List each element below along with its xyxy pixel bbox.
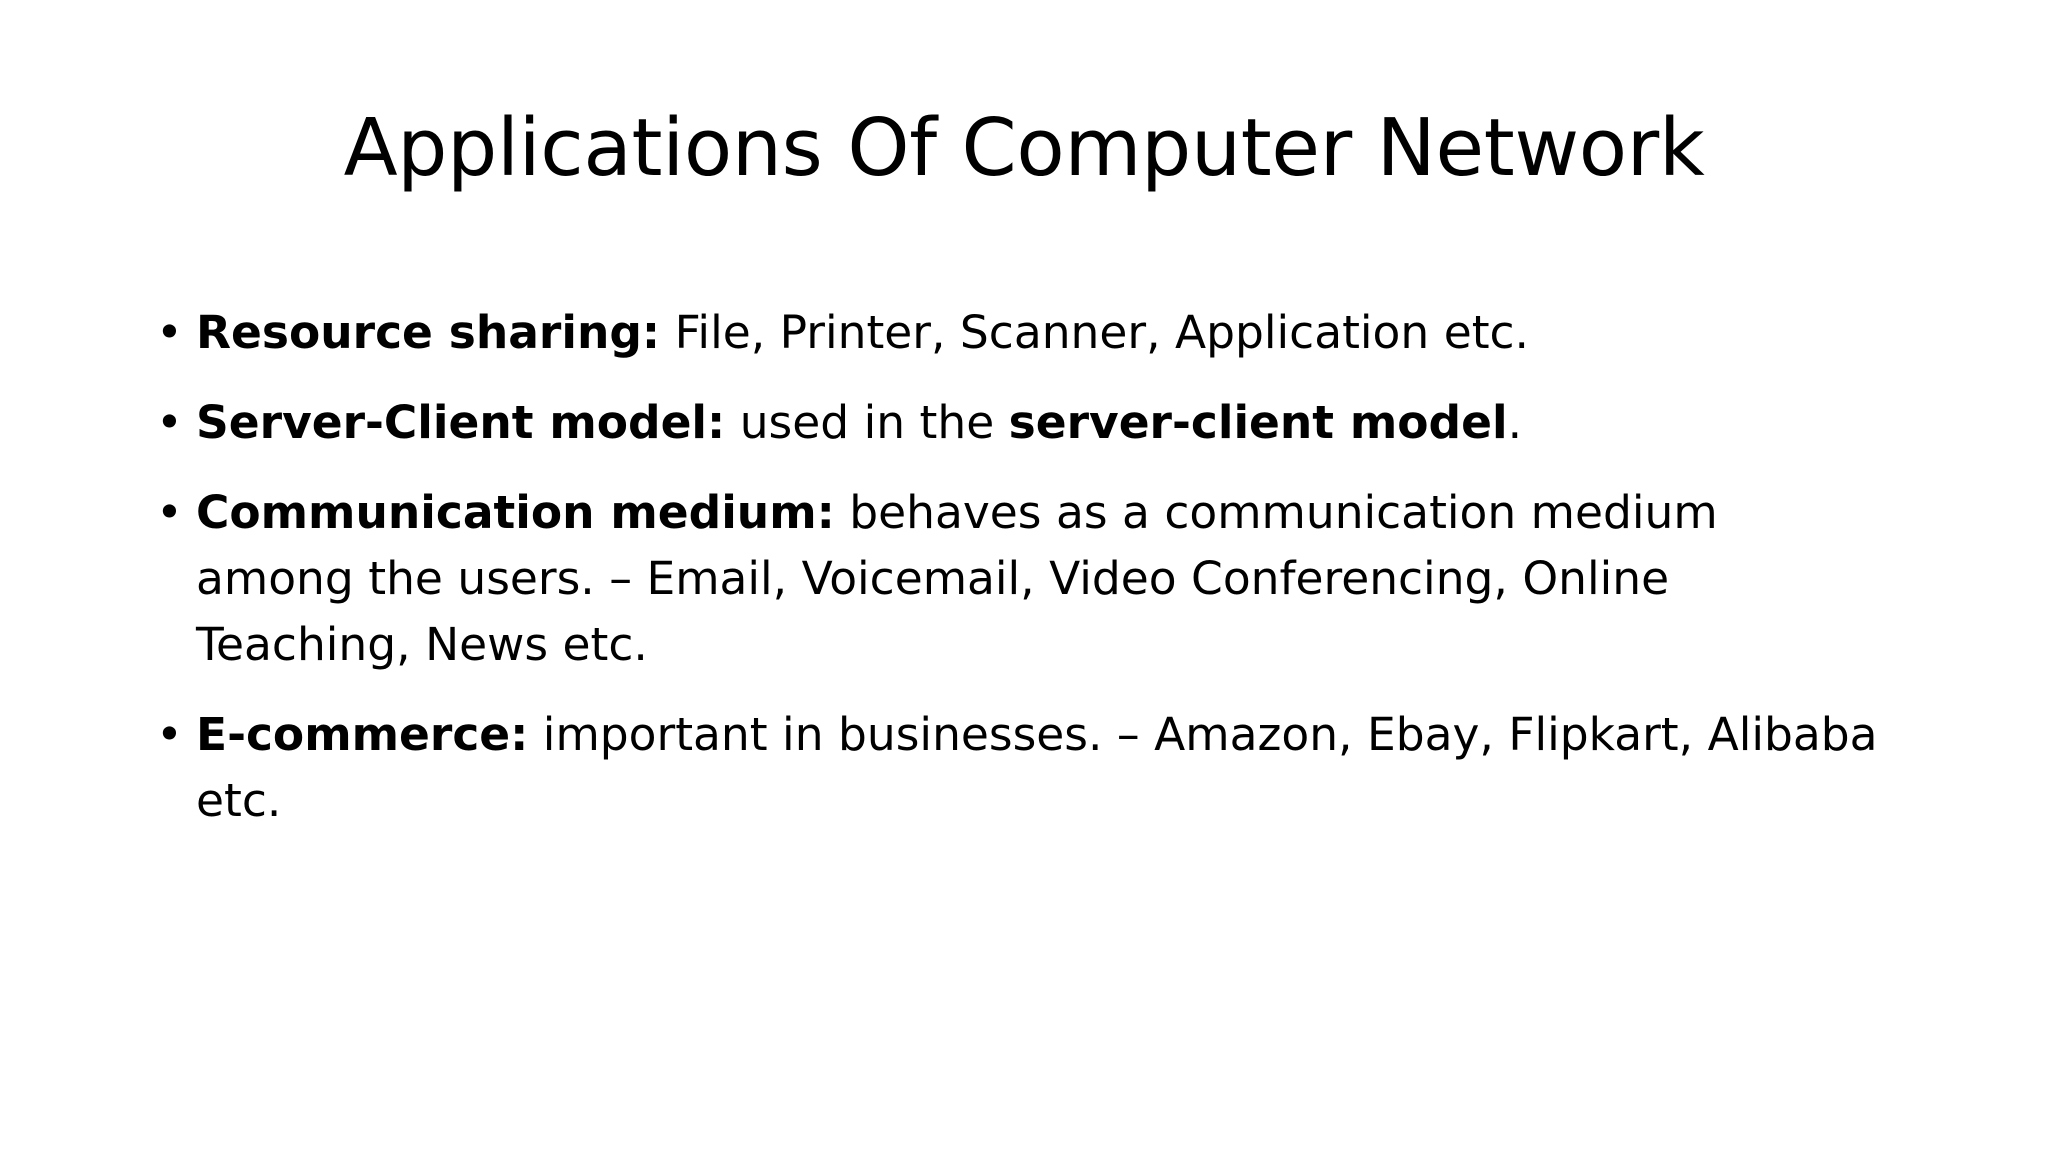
page-title: Applications Of Computer Network	[343, 102, 1705, 194]
list-item[interactable]: • Resource sharing: File, Printer, Scann…	[150, 300, 1880, 366]
bullet-list: • Resource sharing: File, Printer, Scann…	[150, 300, 1880, 834]
list-item-text: Server-Client model: used in the server-…	[196, 390, 1880, 456]
list-item-text: E-commerce: important in businesses. – A…	[196, 702, 1880, 834]
bullet-point-icon: •	[156, 707, 183, 761]
list-item-text: Communication medium: behaves as a commu…	[196, 480, 1880, 678]
list-item-lead: Communication medium:	[196, 485, 835, 539]
list-item-body: used in the	[725, 395, 1009, 449]
list-item-lead: E-commerce:	[196, 707, 529, 761]
bullet-point-icon: •	[156, 485, 183, 539]
list-item-body: important in businesses. – Amazon, Ebay,…	[196, 707, 1878, 827]
list-item-body: behaves as a communication medium among …	[196, 485, 1718, 671]
list-item-text: Resource sharing: File, Printer, Scanner…	[196, 300, 1880, 366]
list-item[interactable]: • E-commerce: important in businesses. –…	[150, 702, 1880, 834]
list-item-lead: Server-Client model:	[196, 395, 726, 449]
list-item-tail: .	[1507, 395, 1523, 449]
list-item[interactable]: • Server-Client model: used in the serve…	[150, 390, 1880, 456]
list-item-body: File, Printer, Scanner, Application etc.	[660, 306, 1530, 359]
bullet-point-icon: •	[156, 395, 183, 449]
list-item-lead: Resource sharing:	[196, 306, 661, 359]
list-item-emphasis: server-client model	[1008, 395, 1508, 449]
list-item[interactable]: • Communication medium: behaves as a com…	[150, 480, 1880, 678]
bullet-point-icon: •	[156, 306, 183, 359]
